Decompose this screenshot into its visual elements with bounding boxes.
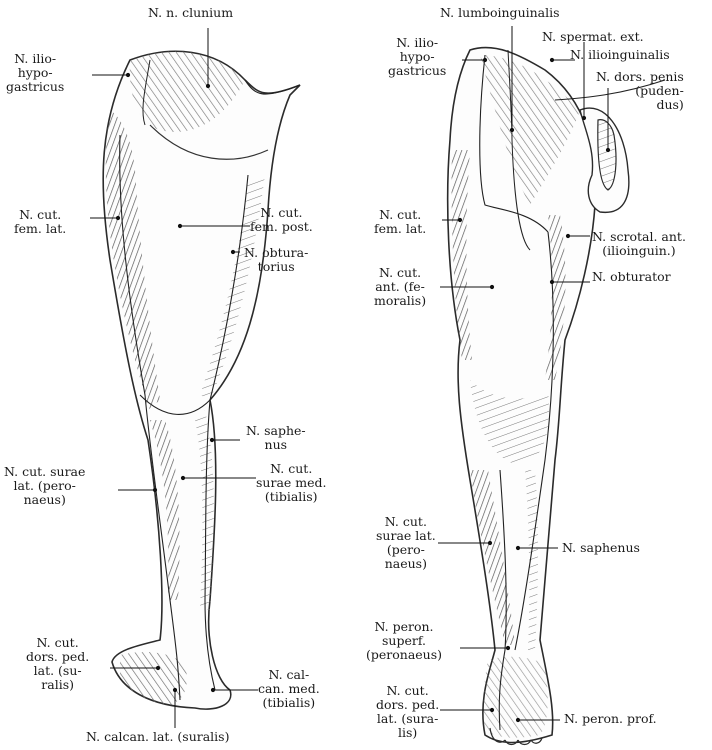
label-ilioinguinalis: N. ilioinguinalis [570,48,670,62]
label-obturator: N. obturator [592,270,671,284]
label-peron-prof: N. peron. prof. [564,712,657,726]
label-cut-fem-post: N. cut. fem. post. [250,206,313,234]
label-anterior-dors-ped-lat: N. cut. dors. ped. lat. (sura- lis) [376,684,439,740]
label-obturatorius: N. obtura- torius [244,246,308,274]
label-anterior-surae-lat: N. cut. surae lat. (pero- naeus) [376,515,436,571]
label-scrotal-ant: N. scrotal. ant. (ilioinguin.) [592,230,686,258]
anterior-foot-shading [484,657,548,738]
label-cut-ant: N. cut. ant. (fe- moralis) [374,266,426,308]
label-posterior-surae-lat: N. cut. surae lat. (pero- naeus) [4,465,85,507]
posterior-leg [103,51,300,709]
label-anterior-iliohypogastricus: N. ilio- hypo- gastricus [388,36,446,78]
label-dors-penis: N. dors. penis (puden- dus) [596,70,684,112]
label-posterior-cut-fem-lat: N. cut. fem. lat. [14,208,66,236]
label-peron-superf: N. peron. superf. (peronaeus) [366,620,442,662]
label-lumboinguinalis: N. lumboinguinalis [440,6,560,20]
posterior-leg-outline [103,51,300,709]
label-surae-med: N. cut. surae med. (tibialis) [256,462,327,504]
label-posterior-iliohypogastricus: N. ilio- hypo- gastricus [6,52,64,94]
label-posterior-dors-ped-lat: N. cut. dors. ped. lat. (su- ralis) [26,636,89,692]
label-clunium: N. n. clunium [148,6,233,20]
label-spermat-ext: N. spermat. ext. [542,30,644,44]
label-anterior-saphenus: N. saphenus [562,541,640,555]
label-posterior-saphenus: N. saphe- nus [246,424,306,452]
label-calcan-med: N. cal- can. med. (tibialis) [258,668,320,710]
label-anterior-cut-fem-lat: N. cut. fem. lat. [374,208,426,236]
anterior-leg [448,48,665,745]
label-calcan-lat: N. calcan. lat. (suralis) [86,730,229,744]
